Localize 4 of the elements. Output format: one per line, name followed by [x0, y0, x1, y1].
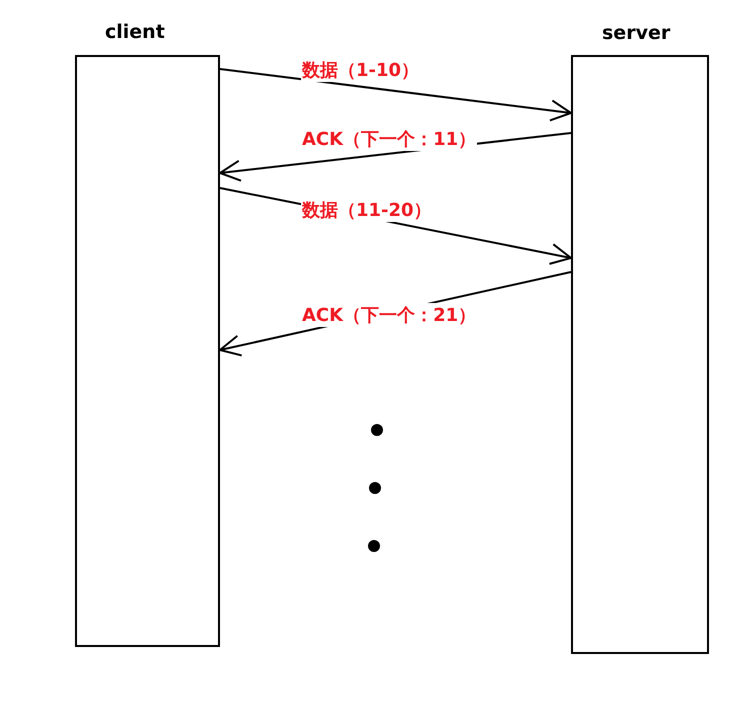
arrow	[220, 68, 572, 122]
lifeline-heading: server	[602, 22, 670, 44]
lifeline-heading: client	[105, 21, 165, 43]
edge-label: ACK（下一个：11）	[301, 127, 478, 151]
